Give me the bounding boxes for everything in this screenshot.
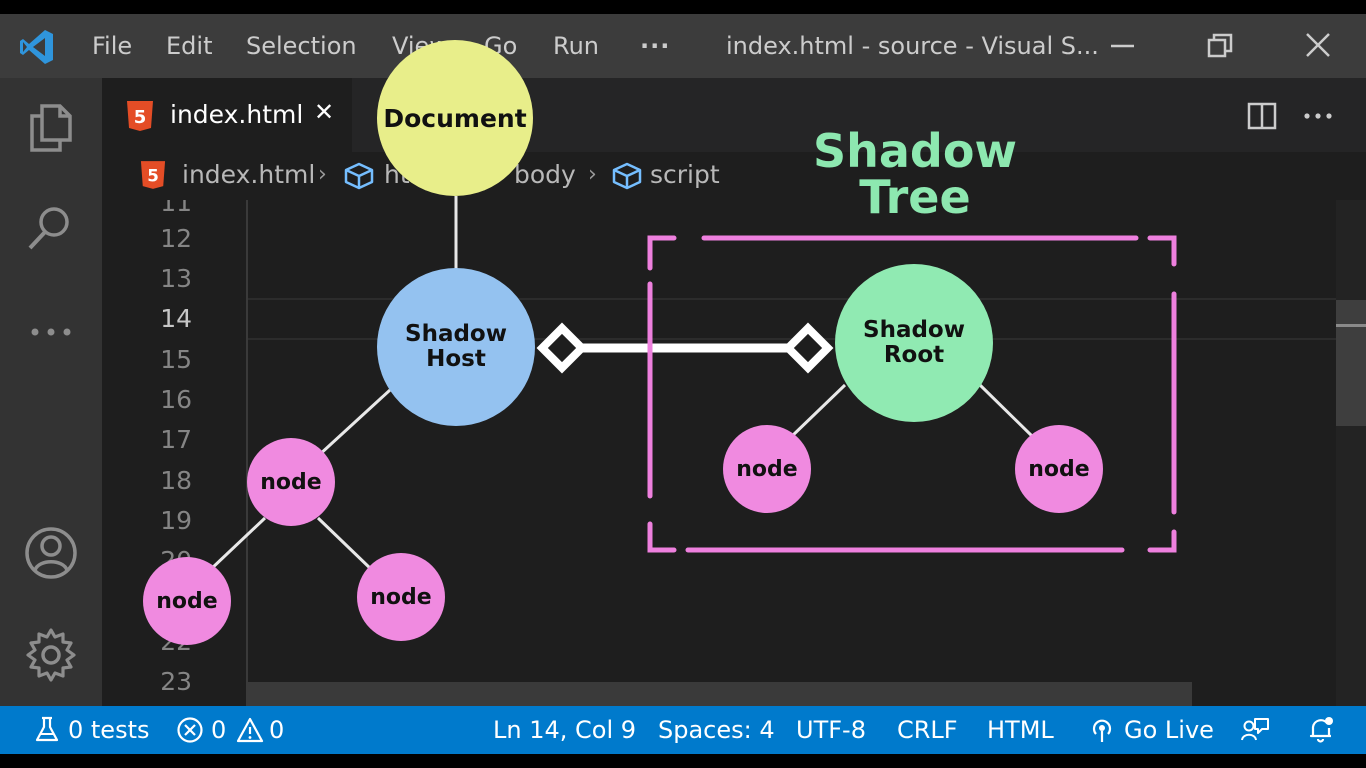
- line-number: 11: [160, 200, 192, 217]
- scrollbar-thumb[interactable]: [1336, 300, 1366, 426]
- vscode-logo-icon: [20, 30, 53, 64]
- minimize-icon[interactable]: [1102, 28, 1142, 64]
- warning-icon: [236, 717, 264, 743]
- accounts-icon[interactable]: [22, 524, 80, 582]
- error-count[interactable]: 0: [211, 716, 227, 744]
- notification-bell-icon[interactable]: [1306, 714, 1336, 744]
- tests-status[interactable]: 0 tests: [68, 716, 150, 744]
- menu-file[interactable]: File: [92, 32, 133, 60]
- menu-edit[interactable]: Edit: [166, 32, 213, 60]
- svg-text:5: 5: [134, 107, 147, 128]
- editor-more-actions-icon[interactable]: [1302, 100, 1334, 132]
- gutter-divider: [246, 200, 248, 706]
- line-number: 16: [160, 385, 192, 414]
- menu-selection[interactable]: Selection: [246, 32, 357, 60]
- broadcast-icon: [1092, 719, 1112, 742]
- line-number: 15: [160, 345, 192, 374]
- indentation-setting[interactable]: Spaces: 4: [658, 716, 775, 744]
- html5-icon: 5: [127, 101, 153, 131]
- tab-index-html[interactable]: 5 index.html ✕: [102, 78, 352, 152]
- line-number: 13: [160, 264, 192, 293]
- line-number-gutter: 11 12 13 14 15 16 17 18 19 20 21 22 23: [102, 200, 246, 706]
- breadcrumb-file[interactable]: index.html: [182, 160, 316, 189]
- split-editor-icon[interactable]: [1246, 100, 1278, 132]
- breadcrumb-body[interactable]: body: [514, 160, 576, 189]
- html5-icon: 5: [140, 161, 166, 189]
- tab-bar: 5 index.html ✕: [102, 78, 1366, 152]
- chevron-right-icon: ›: [588, 162, 597, 187]
- more-views-icon[interactable]: [22, 302, 80, 360]
- close-window-icon[interactable]: [1298, 28, 1338, 64]
- breadcrumb: 5 index.html › html › body › script: [102, 152, 1366, 200]
- vscode-window: File Edit Selection View Go Run ··· inde…: [0, 14, 1366, 754]
- menu-view[interactable]: View: [392, 32, 449, 60]
- horizontal-scrollbar[interactable]: [248, 682, 1192, 706]
- scrollbar-cursor-marker: [1336, 324, 1366, 327]
- svg-text:5: 5: [147, 166, 159, 186]
- activity-bar: [0, 78, 102, 706]
- status-bar: 0 tests 0 0 Ln 14, Col 9 Spaces: 4 UTF-8…: [0, 706, 1366, 754]
- language-mode[interactable]: HTML: [987, 716, 1054, 744]
- title-bar: File Edit Selection View Go Run ··· inde…: [0, 14, 1366, 78]
- feedback-icon[interactable]: [1240, 716, 1270, 744]
- explorer-icon[interactable]: [22, 98, 80, 156]
- line-number: 12: [160, 224, 192, 253]
- menu-run[interactable]: Run: [553, 32, 600, 60]
- current-line-highlight: [248, 298, 1338, 340]
- cursor-position[interactable]: Ln 14, Col 9: [493, 716, 637, 744]
- warning-count[interactable]: 0: [269, 716, 285, 744]
- breadcrumb-script[interactable]: script: [650, 160, 720, 189]
- element-cube-icon: [344, 162, 374, 190]
- chevron-right-icon: ›: [448, 162, 457, 187]
- line-number: 23: [160, 667, 192, 696]
- search-icon[interactable]: [22, 200, 80, 258]
- line-number: 20: [160, 546, 192, 575]
- go-live-button[interactable]: Go Live: [1124, 716, 1214, 744]
- element-cube-icon: [612, 162, 642, 190]
- restore-icon[interactable]: [1200, 28, 1240, 64]
- eol-setting[interactable]: CRLF: [897, 716, 958, 744]
- chevron-right-icon: ›: [318, 162, 327, 187]
- beaker-icon: [35, 716, 59, 742]
- menu-more-button[interactable]: ···: [640, 32, 671, 60]
- encoding-setting[interactable]: UTF-8: [796, 716, 866, 744]
- error-icon: [177, 717, 203, 743]
- menu-go[interactable]: Go: [484, 32, 518, 60]
- line-number: 19: [160, 506, 192, 535]
- tab-label: index.html: [170, 100, 304, 129]
- line-number: 18: [160, 466, 192, 495]
- settings-gear-icon[interactable]: [22, 626, 80, 684]
- line-number: 22: [160, 627, 192, 656]
- vertical-scrollbar[interactable]: [1336, 200, 1366, 706]
- line-number: 17: [160, 425, 192, 454]
- line-number: 21: [160, 586, 192, 615]
- window-title: index.html - source - Visual S...: [726, 32, 1099, 60]
- tab-close-icon[interactable]: ✕: [314, 98, 335, 126]
- line-number-active: 14: [160, 304, 192, 333]
- breadcrumb-html[interactable]: html: [384, 160, 441, 189]
- code-editor[interactable]: 11 12 13 14 15 16 17 18 19 20 21 22 23: [102, 200, 1366, 706]
